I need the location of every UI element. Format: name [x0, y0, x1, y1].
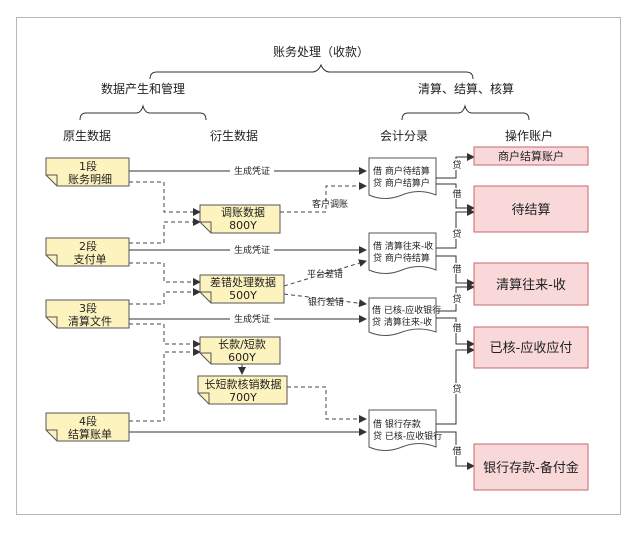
entry-3-credit: 贷 清算往来-收: [372, 316, 432, 328]
derived-writeoff-line1: 长短款核销数据: [205, 377, 282, 391]
account-merchant-settlement: 商户结算账户: [473, 146, 589, 166]
edge-writeoff-to-entry4: [287, 386, 367, 423]
derived-note-adjust: 调账数据 800Y: [199, 204, 281, 234]
derived-longshort-line1: 长款/短款: [218, 337, 266, 351]
account-bank-deposit-label: 银行存款-备付金: [483, 460, 579, 476]
edge-label-voucher-1: 生成凭证: [234, 165, 270, 177]
column-header-entries: 会计分录: [380, 129, 428, 143]
source-2-line1: 2段: [79, 239, 97, 253]
column-header-accounts: 操作账户: [505, 128, 553, 143]
entry-doc-4: 借 银行存款 贷 已核-应收银行: [368, 409, 442, 451]
source-note-3: 3段 清算文件: [45, 299, 130, 329]
edge-label-voucher-2: 生成凭证: [234, 244, 270, 256]
entry-2-debit: 借 清算往来-收: [373, 240, 433, 252]
label-debit-2: 借: [452, 263, 461, 275]
derived-note-longshort: 长款/短款 600Y: [199, 336, 281, 365]
entry-doc-1: 借 商户待结算 贷 商户结算户: [368, 157, 437, 199]
entry-4-debit: 借 银行存款: [373, 418, 421, 430]
derived-longshort-line2: 600Y: [228, 351, 256, 364]
left-brace: [79, 104, 207, 121]
derived-error-line2: 500Y: [229, 289, 257, 302]
derived-note-writeoff: 长短款核销数据 700Y: [197, 375, 288, 405]
label-credit-4: 贷: [452, 383, 461, 395]
right-brace: [401, 104, 530, 121]
account-verified-receivable-label: 已核-应收应付: [490, 340, 573, 356]
top-brace: [149, 63, 474, 80]
account-clearing-receivable: 清算往来-收: [473, 262, 589, 306]
label-debit-3: 借: [452, 322, 461, 334]
column-header-derived: 衍生数据: [210, 128, 258, 143]
column-header-raw: 原生数据: [63, 128, 111, 143]
diagram-frame: [16, 17, 621, 515]
source-note-4: 4段 结算账单: [45, 412, 130, 442]
edge-src4-to-longshort: [129, 348, 201, 422]
label-debit-1: 借: [452, 188, 461, 200]
edge-adjust-to-entry1: [280, 182, 367, 213]
entry-3-debit: 借 已核-应收银行: [372, 304, 441, 316]
source-note-2: 2段 支付单: [45, 237, 130, 267]
label-credit-2: 贷: [452, 228, 461, 240]
source-2-line2: 支付单: [74, 253, 107, 266]
label-debit-4: 借: [452, 445, 461, 457]
derived-writeoff-line2: 700Y: [229, 391, 257, 404]
entry-1-credit: 贷 商户结算户: [373, 177, 430, 189]
source-1-line1: 1段: [79, 159, 97, 173]
derived-note-error: 差错处理数据 500Y: [199, 274, 285, 304]
entry-4-credit: 贷 已核-应收银行: [373, 430, 442, 442]
edge-src2-to-adjust: [129, 218, 201, 244]
source-1-line2: 账务明细: [68, 173, 112, 186]
label-credit-1: 贷: [452, 159, 461, 171]
source-4-line1: 4段: [79, 414, 97, 428]
entry-doc-2: 借 清算往来-收 贷 商户待结算: [368, 232, 437, 274]
derived-error-line1: 差错处理数据: [210, 275, 276, 289]
account-clearing-receivable-label: 清算往来-收: [496, 278, 566, 293]
derived-adjust-line1: 调账数据: [221, 205, 265, 219]
edge-src3-to-longshort: [129, 323, 201, 348]
edge-src2-to-error: [129, 262, 201, 286]
edge-label-voucher-3: 生成凭证: [234, 313, 270, 325]
edge-error-to-entry2: [283, 259, 367, 287]
source-3-line1: 3段: [79, 301, 97, 315]
account-verified-receivable: 已核-应收应付: [473, 326, 589, 369]
source-note-1: 1段 账务明细: [45, 157, 130, 187]
account-merchant-settlement-label: 商户结算账户: [498, 149, 564, 163]
edge-src1-to-adjust: [129, 181, 201, 216]
group-label-data-management: 数据产生和管理: [101, 81, 185, 96]
edge-src3-to-error: [129, 288, 201, 305]
edge-label-platform-error: 平台差错: [307, 268, 343, 280]
entry-2-credit: 贷 商户待结算: [373, 252, 430, 264]
diagram-title: 账务处理（收款）: [273, 44, 369, 59]
source-4-line2: 结算账单: [68, 427, 112, 441]
label-credit-3: 贷: [452, 293, 461, 305]
account-pending-settlement-label: 待结算: [511, 203, 550, 218]
entry-doc-3: 借 已核-应收银行 贷 清算往来-收: [368, 297, 441, 336]
account-pending-settlement: 待结算: [473, 185, 589, 233]
edge-label-bank-error: 银行差错: [308, 296, 344, 308]
entry-1-debit: 借 商户待结算: [373, 165, 430, 177]
account-bank-deposit: 银行存款-备付金: [473, 443, 589, 491]
edge-label-merchant-adjust: 客户调账: [312, 198, 348, 210]
group-label-settlement: 清算、结算、核算: [418, 81, 514, 96]
source-3-line2: 清算文件: [68, 314, 112, 328]
derived-adjust-line2: 800Y: [229, 219, 257, 232]
